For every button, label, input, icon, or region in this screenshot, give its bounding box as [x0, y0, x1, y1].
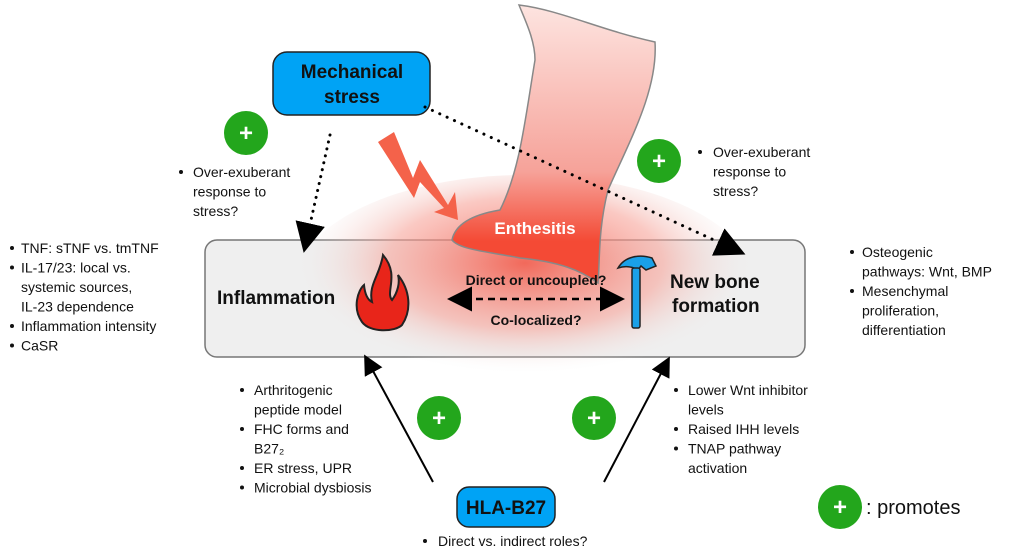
mechanical-stress-box	[272, 51, 431, 116]
bullet-icon	[240, 485, 244, 490]
plus-icon: +	[637, 139, 681, 183]
svg-text:+: +	[833, 494, 847, 521]
bullet-icon	[10, 265, 14, 270]
bullet-icon	[179, 170, 183, 174]
svg-text:+: +	[587, 405, 601, 432]
list-item: Osteogenic	[862, 244, 933, 260]
list-item: systemic sources,	[21, 279, 132, 295]
bullet-icon	[240, 466, 244, 470]
list-item: stress?	[193, 203, 238, 219]
list-item: Arthritogenic	[254, 382, 333, 398]
list-item: ER stress, UPR	[254, 460, 352, 476]
hla-to-bone-arrow	[603, 356, 670, 483]
inflammation-glow	[295, 175, 755, 395]
bullet-icon	[240, 427, 244, 431]
list-item: CaSR	[21, 338, 58, 354]
list-item: activation	[688, 460, 747, 476]
bullet-icon	[10, 343, 14, 348]
bullet-icon	[423, 539, 427, 543]
plus-icon: +	[572, 396, 616, 440]
list-item: Over-exuberant	[713, 144, 810, 160]
bone-shape	[451, 4, 656, 285]
svg-text:+: +	[652, 148, 666, 175]
hammer-icon	[616, 255, 658, 329]
list-item: Lower Wnt inhibitor	[688, 382, 808, 398]
inflammation-label: Inflammation	[217, 288, 335, 309]
bullet-icon	[698, 150, 702, 154]
bullet-icon	[850, 289, 854, 293]
list-item: TNF: sTNF vs. tmTNF	[21, 240, 159, 256]
legend-label: : promotes	[866, 497, 960, 519]
bullet-icon	[10, 246, 14, 250]
list-item: IL-23 dependence	[21, 299, 134, 315]
list-item: levels	[688, 402, 724, 418]
list-item: stress?	[713, 183, 758, 199]
new-bone-line1: New bone	[670, 272, 760, 293]
bullet-icon	[850, 250, 854, 254]
direct-uncoupled-label: Direct or uncoupled?	[466, 272, 607, 288]
bullet-icon	[674, 388, 678, 392]
list-item: Microbial dysbiosis	[254, 480, 371, 496]
plus-icon: +	[417, 396, 461, 440]
stress-to-inflammation-arrow	[295, 133, 332, 253]
list-item: B27₂	[254, 441, 284, 457]
list-item: FHC forms and	[254, 421, 349, 437]
list-item: response to	[713, 164, 786, 180]
list-item: Raised IHH levels	[688, 421, 799, 437]
bullet-icon	[240, 388, 244, 392]
svg-text:+: +	[432, 405, 446, 432]
list-item: Inflammation intensity	[21, 318, 156, 334]
hla-to-inflammation-arrow	[364, 354, 434, 483]
bullet-icon	[674, 427, 678, 431]
list-item: IL-17/23: local vs.	[21, 260, 131, 276]
list-item: Mesenchymal	[862, 283, 948, 299]
stress-to-bone-arrow	[423, 105, 746, 256]
fire-icon	[355, 252, 410, 332]
list-item: peptide model	[254, 402, 342, 418]
hla-roles-item: Direct vs. indirect roles?	[438, 533, 588, 549]
hla-b27-box	[456, 486, 556, 528]
list-item: pathways: Wnt, BMP	[862, 264, 992, 280]
new-bone-line2: formation	[672, 296, 760, 317]
lightning-icon	[378, 132, 458, 220]
list-item: response to	[193, 184, 266, 200]
bullet-icon	[10, 324, 14, 328]
list-item: proliferation,	[862, 303, 939, 319]
legend-plus-icon: +	[818, 485, 862, 529]
colocalized-label: Co-localized?	[490, 312, 581, 328]
plus-icon: +	[224, 111, 268, 155]
list-item: Over-exuberant	[193, 164, 290, 180]
enthesitis-label: Enthesitis	[494, 219, 575, 238]
list-item: TNAP pathway	[688, 441, 781, 457]
svg-text:+: +	[239, 120, 253, 147]
mechanical-stress-line2: stress	[324, 87, 380, 108]
mechanical-stress-line1: Mechanical	[301, 62, 403, 83]
hla-b27-label: HLA-B27	[466, 498, 546, 519]
bullet-icon	[674, 446, 678, 451]
list-item: differentiation	[862, 322, 946, 338]
